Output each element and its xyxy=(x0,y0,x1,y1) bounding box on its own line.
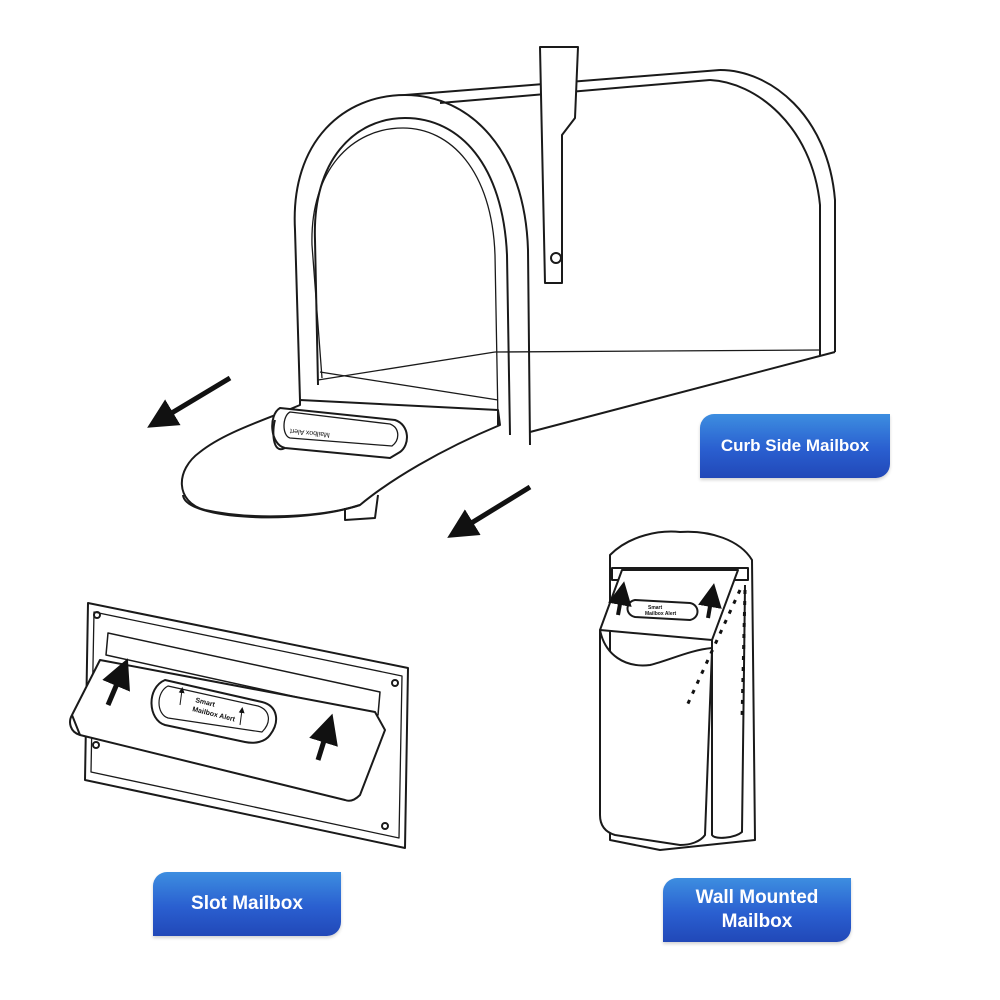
slot-mailbox: Smart Mailbox Alert xyxy=(69,602,409,849)
slot-mailbox-label: Slot Mailbox xyxy=(153,872,341,936)
wall-label-text-line1: Wall Mounted xyxy=(695,887,819,909)
curb-device-text: Mailbox Alert xyxy=(290,427,331,438)
slot-arrow-up-right xyxy=(309,713,338,761)
arrow-out-bottom xyxy=(447,484,532,538)
wall-device-text-1: Smart xyxy=(648,605,663,611)
curb-side-mailbox: Mailbox Alert xyxy=(147,46,836,538)
slot-device-text-1: Smart xyxy=(195,697,217,709)
slot-label-text: Slot Mailbox xyxy=(191,893,303,915)
wall-device-text-2: Mailbox Alert xyxy=(645,611,677,617)
curb-label-text: Curb Side Mailbox xyxy=(720,436,870,456)
wall-arrow-up-right xyxy=(698,583,722,619)
wall-arrow-up-left xyxy=(608,581,632,616)
wall-mounted-mailbox: Smart Mailbox Alert xyxy=(599,530,756,851)
curb-alert-device: Mailbox Alert xyxy=(271,407,408,459)
curb-side-mailbox-label: Curb Side Mailbox xyxy=(700,414,890,478)
wall-label-text-line2: Mailbox xyxy=(721,911,793,932)
slot-arrow-up-left xyxy=(102,658,130,706)
arrow-out-left xyxy=(147,375,232,428)
slot-alert-device: Smart Mailbox Alert xyxy=(150,679,278,744)
wall-mounted-mailbox-label: Wall Mounted Mailbox xyxy=(663,878,851,942)
wall-alert-device: Smart Mailbox Alert xyxy=(626,599,699,621)
